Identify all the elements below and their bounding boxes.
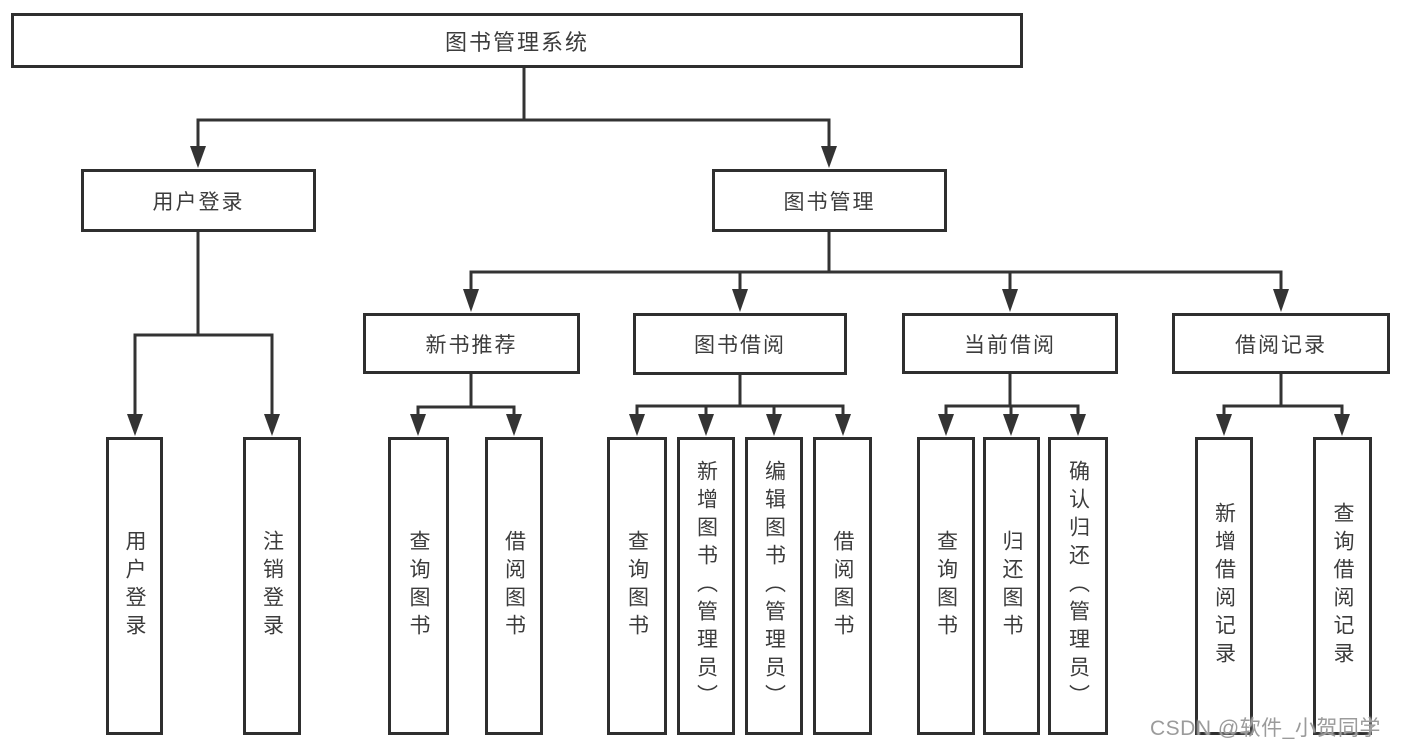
node-label: 查询借阅记录 — [1331, 502, 1355, 670]
leaf-br-add-record: 新增借阅记录 — [1195, 437, 1253, 735]
arrowhead-down-icon — [264, 414, 280, 436]
leaf-bb-add-books-admin: 新增图书（管理员） — [677, 437, 735, 735]
connector-line-group — [133, 67, 1344, 419]
leaf-br-query-record: 查询借阅记录 — [1313, 437, 1372, 735]
connector-line — [133, 333, 274, 418]
leaf-cb-confirm-return-admin: 确认归还（管理员） — [1048, 437, 1108, 735]
node-label: 图书借阅 — [694, 334, 786, 357]
connector-line — [1222, 404, 1344, 419]
node-library-management-system: 图书管理系统 — [11, 13, 1023, 68]
leaf-bb-edit-books-admin: 编辑图书（管理员） — [745, 437, 803, 735]
arrowhead-down-icon — [1334, 414, 1350, 436]
arrowhead-down-icon — [835, 414, 851, 436]
arrowhead-down-icon — [463, 289, 479, 312]
arrowhead-down-icon — [1003, 414, 1019, 436]
arrowhead-down-icon — [506, 414, 522, 436]
arrowhead-down-icon — [1216, 414, 1232, 436]
node-label: 新增借阅记录 — [1212, 502, 1236, 670]
node-book-borrow: 图书借阅 — [633, 313, 847, 375]
arrowhead-down-icon — [938, 414, 954, 436]
node-new-book-recommend: 新书推荐 — [363, 313, 580, 374]
arrowhead-down-icon — [410, 414, 426, 436]
connector-line — [196, 118, 831, 152]
arrowhead-down-icon — [190, 146, 206, 168]
node-label: 借阅图书 — [502, 530, 526, 642]
arrowhead-group — [127, 146, 1350, 436]
node-label: 归还图书 — [1000, 530, 1024, 642]
node-label: 当前借阅 — [964, 333, 1056, 357]
connector-line — [469, 270, 1283, 293]
node-label: 新增图书（管理员） — [694, 460, 718, 712]
leaf-nbr-borrow-books: 借阅图书 — [485, 437, 543, 735]
arrowhead-down-icon — [821, 146, 837, 168]
node-label: 用户登录 — [123, 530, 147, 642]
leaf-bb-borrow-books: 借阅图书 — [813, 437, 872, 735]
node-borrow-records: 借阅记录 — [1172, 313, 1390, 374]
node-label: 查询图书 — [934, 530, 958, 642]
arrowhead-down-icon — [629, 414, 645, 436]
node-label: 用户登录 — [152, 190, 245, 214]
arrowhead-down-icon — [766, 414, 782, 436]
node-label: 注销登录 — [260, 530, 284, 642]
node-label: 查询图书 — [625, 530, 649, 642]
leaf-nbr-query-books: 查询图书 — [388, 437, 449, 735]
leaf-cb-return-books: 归还图书 — [983, 437, 1040, 735]
arrowhead-down-icon — [1273, 289, 1289, 312]
node-current-borrow: 当前借阅 — [902, 313, 1118, 374]
node-label: 图书管理 — [783, 190, 876, 214]
arrowhead-down-icon — [698, 414, 714, 436]
csdn-watermark: CSDN @软件_小贺同学 — [1150, 717, 1381, 740]
node-label: 借阅图书 — [831, 530, 855, 642]
node-label: 确认归还（管理员） — [1066, 460, 1090, 712]
arrowhead-down-icon — [732, 289, 748, 312]
connector-line — [416, 405, 516, 419]
leaf-user-login: 用户登录 — [106, 437, 163, 735]
leaf-bb-query-books: 查询图书 — [607, 437, 667, 735]
leaf-logout: 注销登录 — [243, 437, 301, 735]
arrowhead-down-icon — [1070, 414, 1086, 436]
connector-line — [635, 404, 845, 419]
leaf-cb-query-books: 查询图书 — [917, 437, 975, 735]
node-label: 编辑图书（管理员） — [762, 460, 786, 712]
arrowhead-down-icon — [127, 414, 143, 436]
node-book-management: 图书管理 — [712, 169, 947, 232]
node-label: 图书管理系统 — [444, 29, 589, 55]
node-label: 借阅记录 — [1235, 333, 1327, 357]
node-label: 查询图书 — [407, 530, 431, 642]
arrowhead-down-icon — [1002, 289, 1018, 312]
node-label: 新书推荐 — [425, 333, 518, 357]
node-user-login: 用户登录 — [81, 169, 316, 232]
